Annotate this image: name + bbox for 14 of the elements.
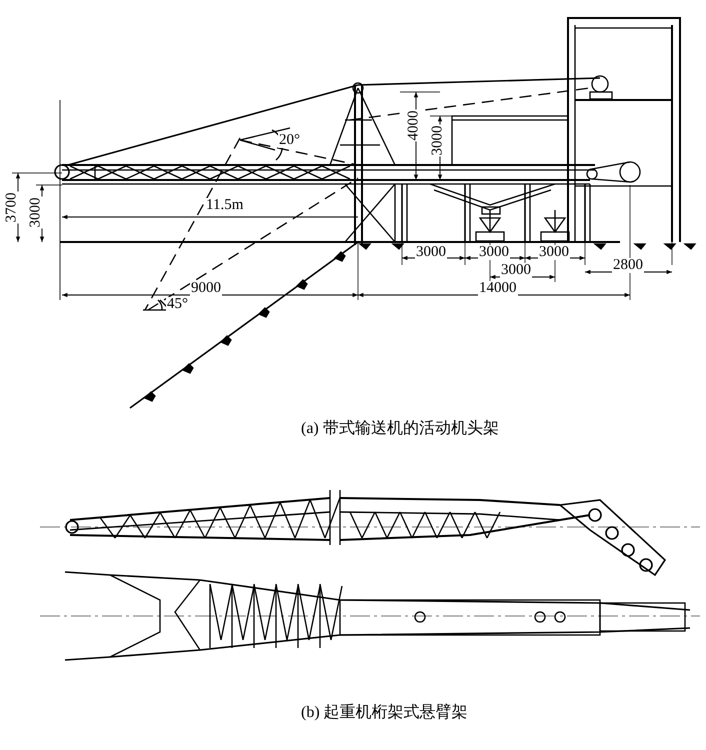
dimension-label: 3000 (500, 263, 532, 278)
figure-caption: (a) 带式输送机的活动机头架 (300, 421, 500, 437)
dimension-label: 4000 (406, 110, 422, 142)
dimension-label: 3000 (478, 245, 510, 260)
dimension-label: 3000 (415, 245, 447, 260)
dimension-label: 14000 (478, 281, 518, 296)
dimension-label: 9000 (190, 281, 222, 296)
angle-label: 20° (278, 133, 301, 148)
angle-label: 45° (166, 297, 189, 312)
dimension-label: 3000 (538, 245, 570, 260)
dimension-label: 3700 (4, 192, 20, 224)
dimension-label: 3000 (28, 196, 44, 228)
dimension-label: 2800 (612, 258, 644, 273)
figure-caption: (b) 起重机桁架式悬臂架 (300, 705, 469, 721)
